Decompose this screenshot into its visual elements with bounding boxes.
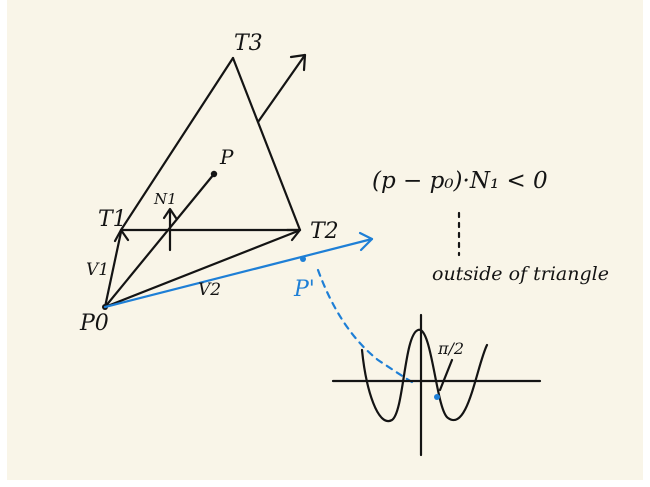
paper-background xyxy=(7,0,643,480)
normal-n1-head xyxy=(162,207,178,220)
edge-normal-arrow-shaft xyxy=(256,53,307,124)
label-p0: P0 xyxy=(79,311,109,336)
projected-vector-blue xyxy=(103,237,374,309)
label-t2: T2 xyxy=(310,219,339,244)
edge-normal-arrow-head xyxy=(289,53,307,72)
note-text: outside of triangle xyxy=(432,263,609,285)
point-p-prime xyxy=(300,256,306,262)
point-p xyxy=(210,170,218,178)
pi-over-2-pointer xyxy=(438,358,454,392)
dashed-connector xyxy=(316,268,414,384)
vector-v1 xyxy=(103,230,123,309)
label-v1: V1 xyxy=(86,260,109,280)
label-n1: N1 xyxy=(153,190,177,208)
triangle-edge-t3-t2 xyxy=(231,56,302,232)
vector-p0-t2-head xyxy=(285,228,302,242)
label-p: P xyxy=(219,145,234,169)
label-t3: T3 xyxy=(234,31,263,56)
label-v2: V2 xyxy=(198,280,221,300)
label-pi-over-2: π/2 xyxy=(437,339,464,358)
graph-point xyxy=(434,394,440,400)
label-t1: T1 xyxy=(98,207,127,232)
label-p-prime: P' xyxy=(293,277,315,302)
vector-v1-head xyxy=(113,228,130,243)
triangle-edge-t1-t3 xyxy=(119,56,235,232)
vector-p0-t2 xyxy=(103,229,300,309)
graph-curve xyxy=(360,328,489,423)
vector-p0-p xyxy=(103,172,216,309)
projected-vector-blue-head xyxy=(358,231,374,252)
equation-text: (p − p₀)·N₁ < 0 xyxy=(372,168,548,194)
